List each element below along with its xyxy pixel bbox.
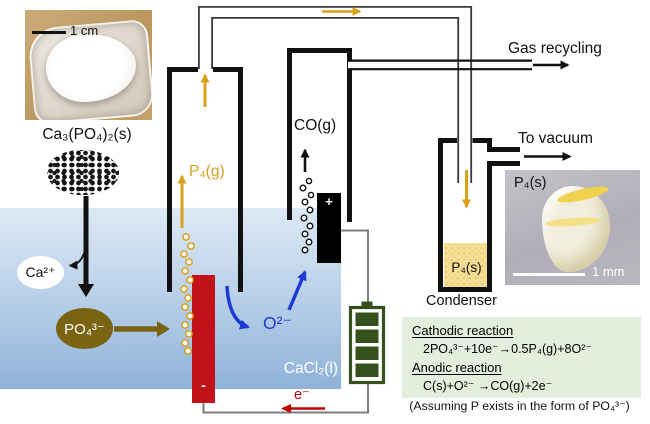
p4-gas-label: P₄(g) bbox=[189, 163, 225, 180]
reaction-box: Cathodic reaction 2PO₄³⁻+10e⁻→0.5P₄(g)+8… bbox=[402, 317, 641, 398]
feed-powder-photo: 1 cm bbox=[25, 10, 152, 120]
condenser-wall-right-top bbox=[472, 138, 520, 152]
cathode-electrode bbox=[192, 275, 215, 403]
assumption-note: (Assuming P exists in the form of PO₄³⁻) bbox=[409, 399, 630, 413]
ca-ion-arrow bbox=[68, 249, 86, 270]
o2-ion-label: O²⁻ bbox=[263, 313, 292, 333]
scale-bar-label: 1 mm bbox=[592, 264, 625, 279]
cathodic-reaction-equation: 2PO₄³⁻+10e⁻→0.5P₄(g)+8O²⁻ bbox=[423, 342, 592, 356]
po4-ion-bubble: PO₄³⁻ bbox=[56, 308, 113, 349]
anode-electrode bbox=[317, 193, 341, 263]
cathode-sign: - bbox=[201, 377, 206, 393]
condenser-deposit-label: P₄(s) bbox=[451, 260, 482, 275]
scale-bar bbox=[32, 31, 66, 34]
anode-wire bbox=[341, 229, 369, 302]
co-gas-label: CO(g) bbox=[294, 117, 337, 134]
scale-bar bbox=[513, 273, 585, 276]
condenser-caption: Condenser bbox=[426, 293, 497, 309]
powder-pile bbox=[46, 34, 136, 102]
scale-bar-label: 1 cm bbox=[70, 23, 99, 38]
gas-recycling-label: Gas recycling bbox=[508, 40, 602, 57]
to-vacuum-label: To vacuum bbox=[518, 130, 593, 147]
o2-from-cathode-arrow bbox=[225, 285, 250, 330]
anode-sign: + bbox=[325, 194, 333, 209]
p4-product-photo: P₄(s) 1 mm bbox=[505, 170, 640, 285]
electrolyte-label: CaCl₂(l) bbox=[283, 360, 338, 377]
anode-tube-walls bbox=[287, 48, 352, 222]
ca-ion-label: Ca²⁺ bbox=[25, 264, 56, 280]
battery-terminal bbox=[361, 301, 373, 308]
cathode-tube-left-wall bbox=[167, 67, 198, 292]
p4-gas-line-outer bbox=[198, 6, 473, 183]
feed-caption: Ca₃(PO₄)₂(s) bbox=[42, 126, 132, 143]
p4-gas-line-inner bbox=[211, 17, 460, 183]
battery-cells bbox=[355, 312, 379, 377]
condenser-wall-left-bottom bbox=[438, 138, 520, 292]
p4-product-label: P₄(s) bbox=[514, 175, 547, 191]
cathode-tube-right-wall bbox=[213, 67, 243, 292]
electron-label: e⁻ bbox=[294, 387, 310, 403]
p4-bubbles bbox=[180, 233, 195, 355]
o2-to-anode-arrow bbox=[287, 270, 307, 311]
po4-ion-label: PO₄³⁻ bbox=[64, 320, 105, 338]
anodic-reaction-equation: C(s)+O²⁻ →CO(g)+2e⁻ bbox=[423, 379, 553, 393]
anode-tube-port-gap bbox=[348, 61, 355, 69]
condenser-p4-deposit bbox=[444, 243, 488, 289]
co-bubbles bbox=[299, 177, 315, 254]
ca-ion-bubble: Ca²⁺ bbox=[17, 256, 64, 289]
powder-particles bbox=[47, 150, 119, 195]
anodic-reaction-title: Anodic reaction bbox=[412, 360, 502, 375]
cathodic-reaction-title: Cathodic reaction bbox=[412, 323, 514, 338]
